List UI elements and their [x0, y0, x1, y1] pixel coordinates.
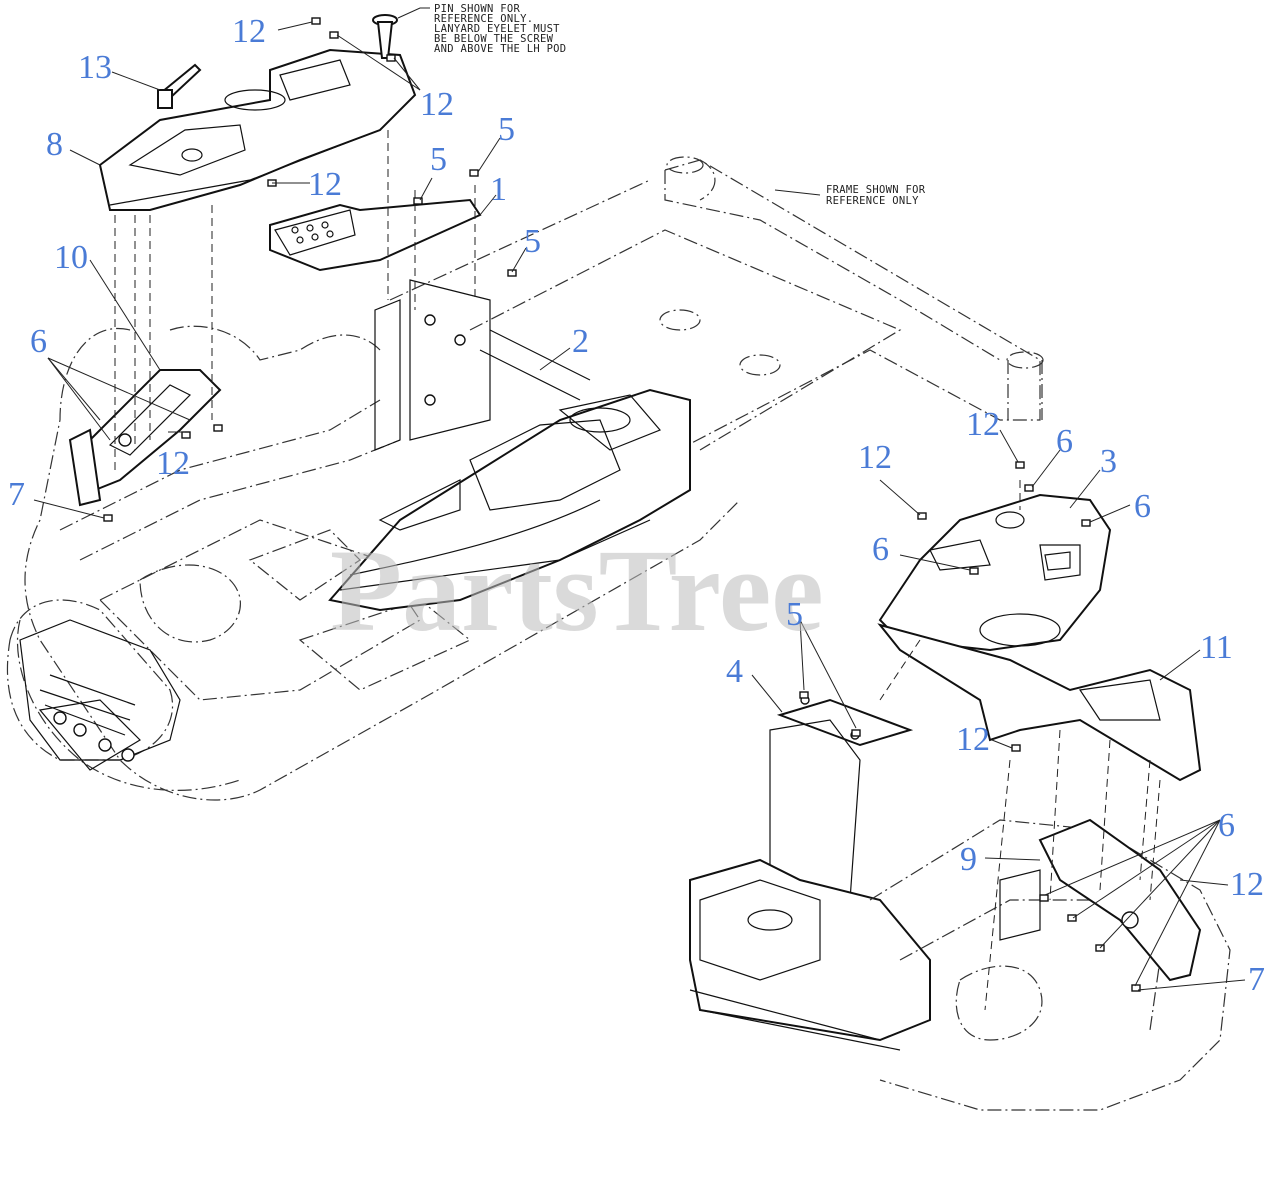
pin-reference	[372, 14, 398, 59]
watermark: PartsTree	[330, 525, 824, 656]
part-10-bracket	[68, 369, 222, 507]
callout-12: 12	[956, 721, 990, 758]
callout-12: 12	[308, 166, 342, 203]
part-1-plate	[269, 198, 482, 272]
callout-8: 8	[46, 126, 63, 163]
callout-12: 12	[420, 86, 454, 123]
frame-note-line-2: REFERENCE ONLY	[826, 195, 919, 207]
pin-note-line-4: BE BELOW THE SCREW	[434, 33, 554, 45]
callout-12: 12	[232, 13, 266, 50]
part-2-body	[328, 388, 691, 612]
assembled-right-view	[689, 719, 1231, 1111]
callout-6: 6	[30, 323, 47, 360]
part-2-bracket	[374, 279, 591, 451]
callout-5: 5	[524, 223, 541, 260]
callout-11: 11	[1200, 629, 1233, 666]
callout-12: 12	[156, 445, 190, 482]
leader-lines	[33, 7, 1246, 991]
part-8-pod-cover	[98, 48, 417, 211]
callout-1: 1	[490, 171, 507, 208]
callout-5: 5	[786, 596, 803, 633]
pin-note-line-5: AND ABOVE THE LH POD	[434, 43, 566, 55]
callout-7: 7	[1248, 961, 1265, 998]
frame-note-line-1: FRAME SHOWN FOR	[826, 184, 926, 196]
callout-3: 3	[1100, 443, 1117, 480]
part-13-handle	[157, 63, 202, 109]
pin-note-line-1: PIN SHOWN FOR	[434, 3, 520, 15]
pin-note: PIN SHOWN FOR REFERENCE ONLY. LANYARD EY…	[434, 3, 566, 55]
callouts: 12 13 12 8 12 5 5 1 5 10 2 6 12 7 12 12 …	[8, 13, 1265, 998]
callout-13: 13	[78, 49, 112, 86]
callout-7: 7	[8, 476, 25, 513]
callout-12: 12	[858, 439, 892, 476]
mower-frame-reference	[6, 156, 1044, 801]
callout-6: 6	[1056, 423, 1073, 460]
part-11-trim	[877, 623, 1202, 782]
callout-4: 4	[726, 653, 743, 690]
part-3-pod-cover	[878, 493, 1112, 652]
callout-12: 12	[966, 406, 1000, 443]
callout-10: 10	[54, 239, 88, 276]
pin-note-line-3: LANYARD EYELET MUST	[434, 23, 560, 35]
callout-2: 2	[572, 323, 589, 360]
callout-6: 6	[1218, 807, 1235, 844]
callout-5: 5	[498, 111, 515, 148]
frame-note: FRAME SHOWN FOR REFERENCE ONLY	[826, 184, 926, 207]
callout-9: 9	[960, 841, 977, 878]
front-grille	[19, 619, 181, 771]
callout-6: 6	[872, 531, 889, 568]
part-4-plate	[776, 695, 914, 747]
callout-6: 6	[1134, 488, 1151, 525]
callout-5: 5	[430, 141, 447, 178]
callout-12: 12	[1230, 866, 1264, 903]
pin-note-line-2: REFERENCE ONLY.	[434, 13, 533, 25]
